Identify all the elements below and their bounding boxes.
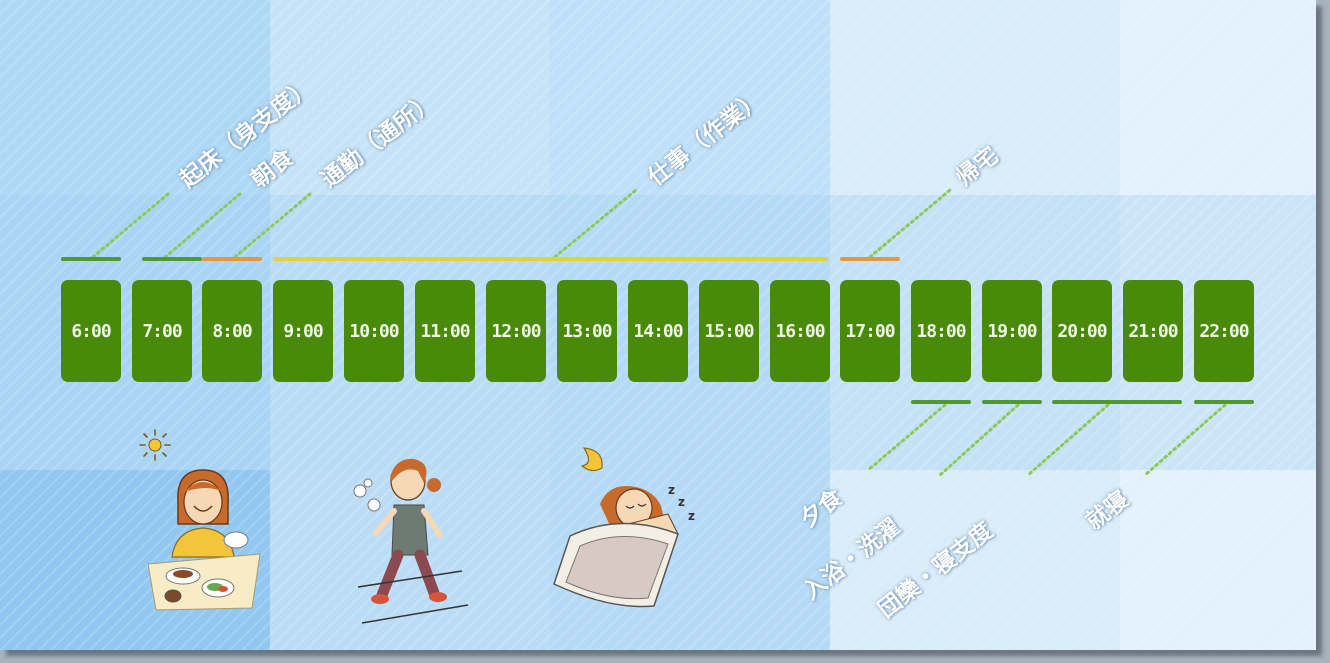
hour-box: 11:00 <box>415 280 475 382</box>
svg-text:z: z <box>688 509 695 523</box>
hour-box: 18:00 <box>911 280 971 382</box>
hour-box: 17:00 <box>840 280 900 382</box>
leader-line <box>1026 403 1110 477</box>
hour-box: 21:00 <box>1123 280 1183 382</box>
hour-box: 16:00 <box>770 280 830 382</box>
hour-box: 19:00 <box>982 280 1042 382</box>
bar-breakfast <box>142 257 202 261</box>
hour-box: 9:00 <box>273 280 333 382</box>
woman-eating <box>148 469 261 611</box>
bar-return <box>840 257 900 261</box>
woman-walking <box>353 458 469 624</box>
hour-box: 10:00 <box>344 280 404 382</box>
bar-dinner <box>911 400 971 404</box>
sun-icon <box>139 429 171 461</box>
woman-sleeping: z z z <box>553 483 695 608</box>
leader-line <box>868 188 952 259</box>
leader-lines <box>91 188 1227 477</box>
hour-box: 22:00 <box>1194 280 1254 382</box>
bar-work <box>273 257 828 261</box>
schedule-diagram: 6:00 7:00 8:00 9:00 10:00 11:00 12:00 13… <box>0 0 1316 650</box>
leader-line <box>553 188 638 259</box>
hour-box: 20:00 <box>1052 280 1112 382</box>
hour-box: 13:00 <box>557 280 617 382</box>
hour-box: 14:00 <box>628 280 688 382</box>
bar-sleep <box>1194 400 1254 404</box>
hour-box: 8:00 <box>202 280 262 382</box>
bar-wake <box>61 257 121 261</box>
hour-box: 6:00 <box>61 280 121 382</box>
hour-box: 7:00 <box>132 280 192 382</box>
hour-box: 15:00 <box>699 280 759 382</box>
moon-icon <box>580 447 603 472</box>
bar-bath <box>982 400 1042 404</box>
leader-line <box>1143 403 1227 477</box>
svg-text:z: z <box>668 483 675 497</box>
bar-commute <box>202 257 262 261</box>
leader-line <box>163 192 242 259</box>
svg-text:z: z <box>678 495 685 509</box>
leader-line <box>938 403 1020 477</box>
bg-band <box>270 470 830 650</box>
leader-line <box>233 192 312 259</box>
leader-line <box>866 403 947 472</box>
hour-box: 12:00 <box>486 280 546 382</box>
bar-relax <box>1052 400 1182 404</box>
leader-line <box>91 192 170 259</box>
